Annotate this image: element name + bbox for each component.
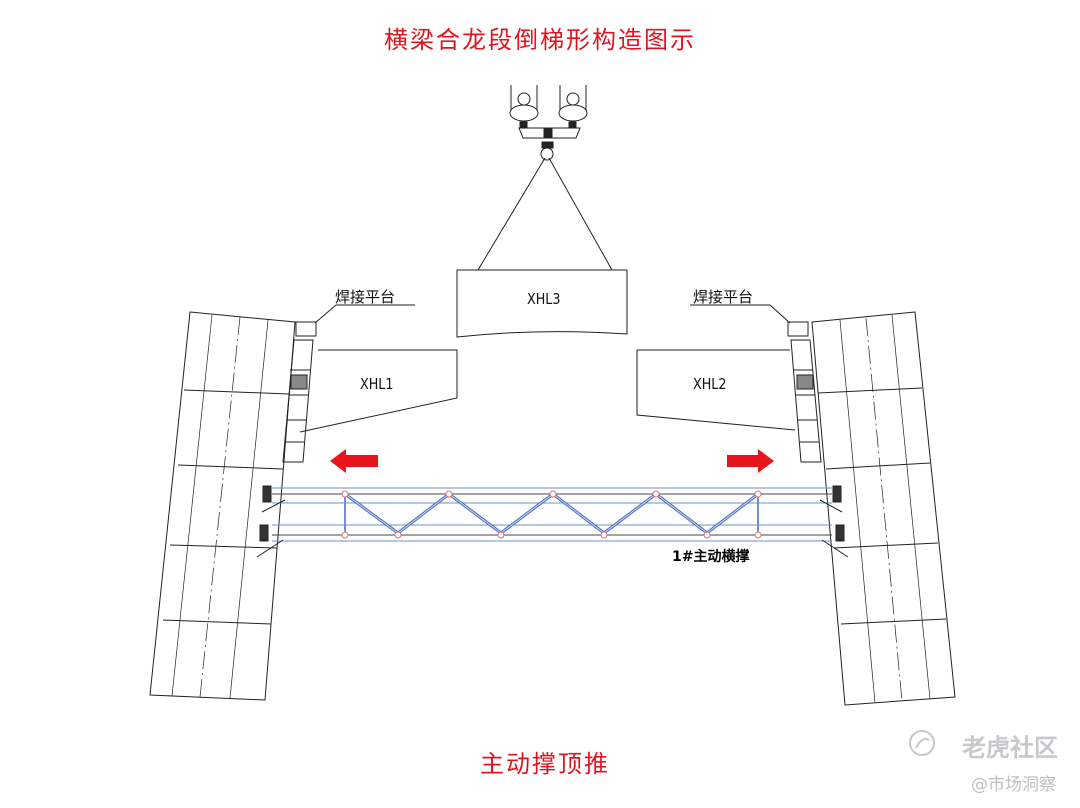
label-welding-platform-left: 焊接平台 xyxy=(335,288,396,306)
block-xhl2 xyxy=(636,349,796,431)
push-arrow-left-icon xyxy=(330,449,378,473)
push-arrow-right-icon xyxy=(727,449,774,473)
diagram-subtitle: 主动撑顶推 xyxy=(480,750,610,778)
label-xhl1: XHL1 xyxy=(359,375,394,393)
sling-right xyxy=(548,157,613,271)
block-xhl3 xyxy=(456,269,628,338)
sling-left xyxy=(477,157,546,271)
crane-hook-icon xyxy=(509,85,588,161)
label-welding-platform-right: 焊接平台 xyxy=(693,288,754,306)
watermark-brand: 老虎社区 xyxy=(962,734,1058,762)
welding-platform-right xyxy=(690,304,822,463)
welding-platform-left xyxy=(282,304,415,463)
watermark-author: @市场洞察 xyxy=(971,775,1056,795)
label-xhl2: XHL2 xyxy=(692,375,727,393)
active-strut-truss xyxy=(256,485,849,558)
right-pier xyxy=(811,311,956,706)
left-pier xyxy=(149,311,296,701)
block-xhl1 xyxy=(299,349,458,433)
label-active-strut: 1#主动横撑 xyxy=(672,549,750,565)
label-xhl3: XHL3 xyxy=(526,290,561,308)
diagram-title: 横梁合龙段倒梯形构造图示 xyxy=(384,26,696,54)
